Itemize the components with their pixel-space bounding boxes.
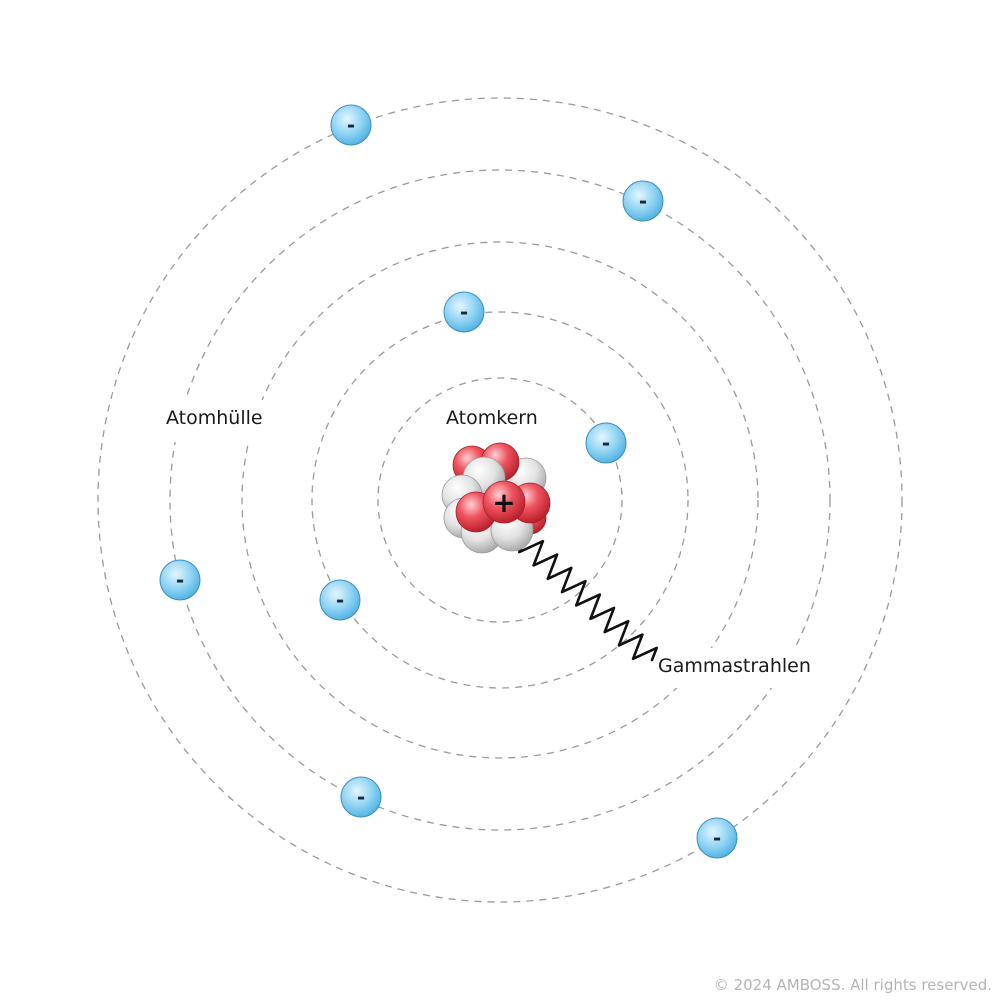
electron: -	[340, 776, 382, 818]
electron-minus-sign: -	[336, 588, 344, 612]
label-atomhuelle: Atomhülle	[166, 407, 263, 429]
electron-minus-sign: -	[460, 300, 468, 324]
copyright-notice: © 2024 AMBOSS. All rights reserved.	[713, 976, 992, 994]
label-gammastrahlen: Gammastrahlen	[658, 655, 811, 677]
electron: -	[443, 291, 485, 333]
electron: -	[622, 180, 664, 222]
proton-plus-sign: +	[492, 486, 515, 519]
electron: -	[330, 104, 372, 146]
label-mask-nucleus	[440, 400, 556, 440]
electron-minus-sign: -	[357, 785, 365, 809]
orbits	[97, 97, 903, 903]
label-mask-gamma	[652, 648, 832, 688]
label-mask-shell	[160, 400, 282, 442]
orbit-2	[311, 311, 689, 689]
electron: -	[159, 559, 201, 601]
orbit-1	[377, 377, 623, 623]
nucleus: +	[441, 442, 551, 554]
electrons: - - - - - - - -	[159, 104, 738, 859]
electron: -	[696, 817, 738, 859]
electron-minus-sign: -	[347, 113, 355, 137]
proton	[482, 480, 526, 524]
orbit-3	[241, 241, 759, 759]
electron: -	[319, 579, 361, 621]
electron-minus-sign: -	[602, 431, 610, 455]
gamma-ray-wave	[518, 538, 658, 662]
electron-minus-sign: -	[639, 189, 647, 213]
electron-minus-sign: -	[713, 826, 721, 850]
orbit-4	[169, 169, 831, 831]
label-atomkern: Atomkern	[446, 407, 538, 429]
orbit-5	[97, 97, 903, 903]
electron-minus-sign: -	[176, 568, 184, 592]
electron: -	[585, 422, 627, 464]
